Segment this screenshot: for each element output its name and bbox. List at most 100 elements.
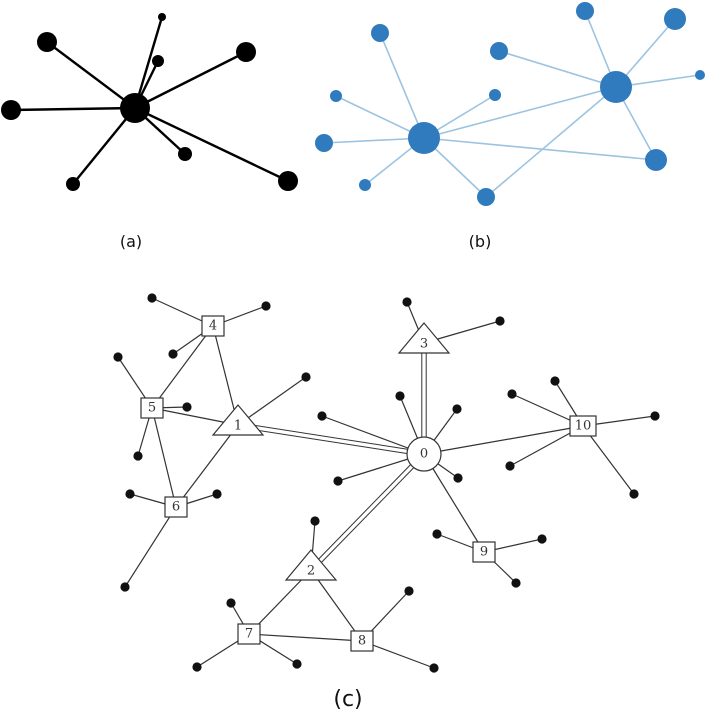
node-10: 10 xyxy=(569,415,597,437)
leaf-node xyxy=(315,134,333,152)
leaf-node xyxy=(432,529,442,539)
leaf-node xyxy=(650,411,660,421)
leaf-node xyxy=(261,301,271,311)
edge xyxy=(335,95,425,139)
edge xyxy=(124,506,177,588)
node-label: 6 xyxy=(172,500,180,515)
leaf-node xyxy=(212,489,222,499)
edge xyxy=(485,86,617,198)
leaf-node xyxy=(158,13,166,21)
edge xyxy=(151,325,214,409)
leaf-node xyxy=(695,70,705,80)
edge xyxy=(423,86,617,139)
caption-c: (c) xyxy=(333,687,362,712)
edge xyxy=(237,376,307,426)
edge xyxy=(361,640,435,669)
node-label: 7 xyxy=(245,627,253,642)
leaf-node xyxy=(226,598,236,608)
leaf-node xyxy=(359,179,371,191)
node-8: 8 xyxy=(350,630,374,652)
edge xyxy=(310,569,363,642)
square-node-shape xyxy=(164,496,188,518)
leaf-node xyxy=(404,586,414,596)
edge xyxy=(582,425,635,495)
leaf-node xyxy=(1,100,21,120)
node-label: 8 xyxy=(358,634,366,649)
leaf-node xyxy=(664,8,686,30)
leaf-node xyxy=(395,391,405,401)
node-2: 2 xyxy=(284,549,338,581)
square-node-shape xyxy=(472,541,496,563)
square-node-shape xyxy=(140,397,164,419)
square-node-shape xyxy=(201,315,225,337)
panel-b-two-hub-network xyxy=(315,2,705,206)
edge xyxy=(133,16,164,109)
edge xyxy=(379,32,425,139)
edge xyxy=(134,106,289,183)
square-node-shape xyxy=(350,630,374,652)
node-label: 2 xyxy=(307,564,315,579)
double-edge xyxy=(312,455,426,572)
leaf-node xyxy=(133,451,143,461)
leaf-node xyxy=(505,461,515,471)
leaf-node xyxy=(168,349,178,359)
node-4: 4 xyxy=(201,315,225,337)
edge xyxy=(423,453,485,553)
node-0: 0 xyxy=(406,436,442,472)
leaf-node xyxy=(645,149,667,171)
edge xyxy=(46,41,136,109)
leaf-node xyxy=(576,2,594,20)
leaf-node xyxy=(452,404,462,414)
triangle-node-shape xyxy=(284,549,338,581)
leaf-node xyxy=(125,489,135,499)
edge xyxy=(321,415,425,455)
node-label: 10 xyxy=(575,419,592,434)
panel-a-star-network xyxy=(1,13,298,191)
node-label: 9 xyxy=(480,545,488,560)
edge xyxy=(10,106,136,112)
leaf-node xyxy=(507,389,517,399)
leaf-node xyxy=(236,42,256,62)
leaf-node xyxy=(301,372,311,382)
leaf-node xyxy=(330,90,342,102)
edge xyxy=(323,137,425,144)
node-7: 7 xyxy=(237,623,261,645)
node-label: 1 xyxy=(234,419,242,434)
leaf-node xyxy=(66,177,80,191)
hub-node xyxy=(408,122,440,154)
leaf-node xyxy=(147,293,157,303)
edge xyxy=(72,107,136,185)
circle-node-shape xyxy=(406,436,442,472)
edge xyxy=(134,50,247,110)
caption-b: (b) xyxy=(469,232,492,251)
leaf-node xyxy=(371,24,389,42)
leaf-node xyxy=(429,663,439,673)
leaf-node xyxy=(192,662,202,672)
hub-node xyxy=(600,71,632,103)
leaf-node xyxy=(113,352,123,362)
node-9: 9 xyxy=(472,541,496,563)
caption-a: (a) xyxy=(120,232,142,251)
triangle-node-shape xyxy=(397,322,451,354)
hub-node xyxy=(120,93,150,123)
double-edge xyxy=(238,422,425,453)
square-node-shape xyxy=(237,623,261,645)
leaf-node xyxy=(511,578,521,588)
leaf-node xyxy=(629,489,639,499)
edge xyxy=(212,325,239,426)
double-edge xyxy=(309,452,423,569)
leaf-node xyxy=(495,316,505,326)
leaf-node xyxy=(178,147,192,161)
leaf-node xyxy=(37,32,57,52)
node-6: 6 xyxy=(164,496,188,518)
edge xyxy=(498,50,617,88)
leaf-node xyxy=(489,89,501,101)
leaf-node xyxy=(550,376,560,386)
leaf-node xyxy=(120,582,130,592)
node-label: 0 xyxy=(420,447,428,462)
leaf-node xyxy=(292,659,302,669)
triangle-node-shape xyxy=(211,404,265,436)
leaf-node xyxy=(310,516,320,526)
